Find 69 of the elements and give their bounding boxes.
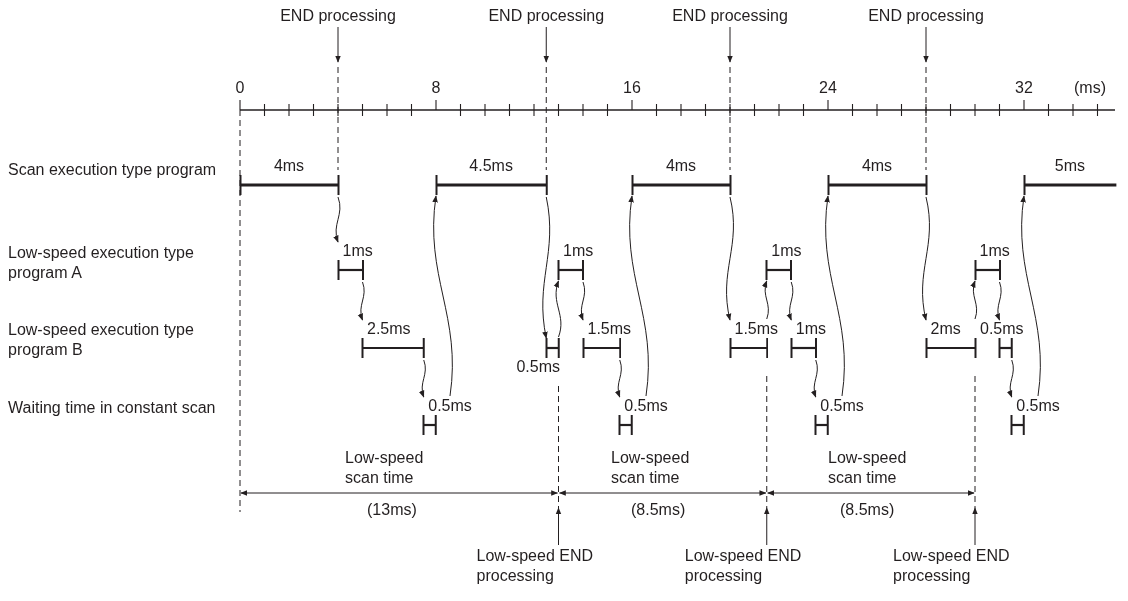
arrow bbox=[727, 26, 733, 63]
curved-arrow bbox=[922, 196, 930, 321]
arrow bbox=[972, 507, 978, 546]
arrow bbox=[335, 26, 341, 63]
axis-tick-label: 0 bbox=[235, 78, 245, 98]
annotation-text: END processing bbox=[660, 6, 800, 26]
axis-tick-label: 16 bbox=[623, 78, 641, 98]
row-label: Low-speed execution type program A bbox=[8, 243, 195, 283]
dimension-label: (13ms) bbox=[367, 500, 417, 520]
duration-label: 1.5ms bbox=[587, 320, 632, 338]
arrow bbox=[763, 507, 770, 546]
axis-tick-label: (ms) bbox=[1074, 78, 1106, 98]
duration-label: 0.5ms bbox=[980, 320, 1024, 338]
duration-label: 4ms bbox=[665, 157, 697, 175]
arrow bbox=[543, 26, 550, 63]
duration-label: 0.5ms bbox=[1016, 397, 1060, 415]
duration-label: 5ms bbox=[1054, 157, 1086, 175]
curved-arrow bbox=[615, 359, 622, 398]
axis-tick-label: 8 bbox=[431, 78, 441, 98]
duration-label: 2ms bbox=[930, 320, 961, 338]
row-label: Low-speed execution type program B bbox=[8, 320, 195, 360]
duration-label: 1ms bbox=[979, 242, 1010, 260]
curved-arrow bbox=[786, 281, 794, 321]
curved-arrow bbox=[542, 196, 551, 339]
axis-tick-label: 32 bbox=[1015, 78, 1033, 98]
duration-label: 1.5ms bbox=[734, 320, 779, 338]
curved-arrow bbox=[1007, 359, 1014, 398]
duration-label: 0.5ms bbox=[624, 397, 668, 415]
duration-label: 1ms bbox=[342, 242, 373, 260]
duration-label: 0.5ms bbox=[428, 397, 472, 415]
dimension-label: Low-speed scan time bbox=[611, 448, 691, 488]
duration-label: 4ms bbox=[861, 157, 893, 175]
duration-label: 0.5ms bbox=[820, 397, 864, 415]
curved-arrow bbox=[578, 281, 586, 321]
curved-arrow bbox=[824, 195, 845, 397]
axis-tick-label: 24 bbox=[819, 78, 837, 98]
curved-arrow bbox=[628, 195, 649, 397]
curved-arrow bbox=[726, 196, 734, 321]
dimension-label: Low-speed scan time bbox=[828, 448, 908, 488]
annotation-text: Low-speed END processing bbox=[893, 546, 1025, 586]
dimension-label: (8.5ms) bbox=[840, 500, 895, 520]
arrow bbox=[923, 26, 929, 63]
annotation-text: Low-speed END processing bbox=[684, 546, 817, 586]
annotation-text: END processing bbox=[268, 6, 408, 26]
curved-arrow bbox=[432, 195, 453, 397]
curved-arrow bbox=[419, 359, 426, 398]
curved-arrow bbox=[1020, 195, 1041, 397]
curved-arrow bbox=[333, 196, 341, 243]
annotation-text: END processing bbox=[476, 6, 617, 26]
curved-arrow bbox=[554, 280, 562, 338]
curved-arrow bbox=[970, 280, 978, 320]
duration-label: 2.5ms bbox=[367, 320, 411, 338]
curved-arrow bbox=[762, 280, 769, 320]
annotation-text: Low-speed END processing bbox=[476, 546, 609, 586]
duration-label: 1ms bbox=[795, 320, 826, 338]
duration-label: 1ms bbox=[771, 242, 802, 260]
duration-label: 0.5ms bbox=[516, 358, 560, 376]
curved-arrow bbox=[358, 281, 365, 321]
annotation-text: END processing bbox=[856, 6, 996, 26]
curved-arrow bbox=[811, 359, 818, 398]
arrow bbox=[555, 507, 562, 546]
row-label: Waiting time in constant scan bbox=[8, 398, 217, 418]
dimension-label: (8.5ms) bbox=[631, 500, 686, 520]
curved-arrow bbox=[995, 281, 1002, 321]
duration-label: 4.5ms bbox=[469, 157, 513, 175]
dimension-label: Low-speed scan time bbox=[345, 448, 425, 488]
duration-label: 4ms bbox=[273, 157, 305, 175]
duration-label: 1ms bbox=[563, 242, 594, 260]
row-label: Scan execution type program bbox=[8, 160, 218, 180]
